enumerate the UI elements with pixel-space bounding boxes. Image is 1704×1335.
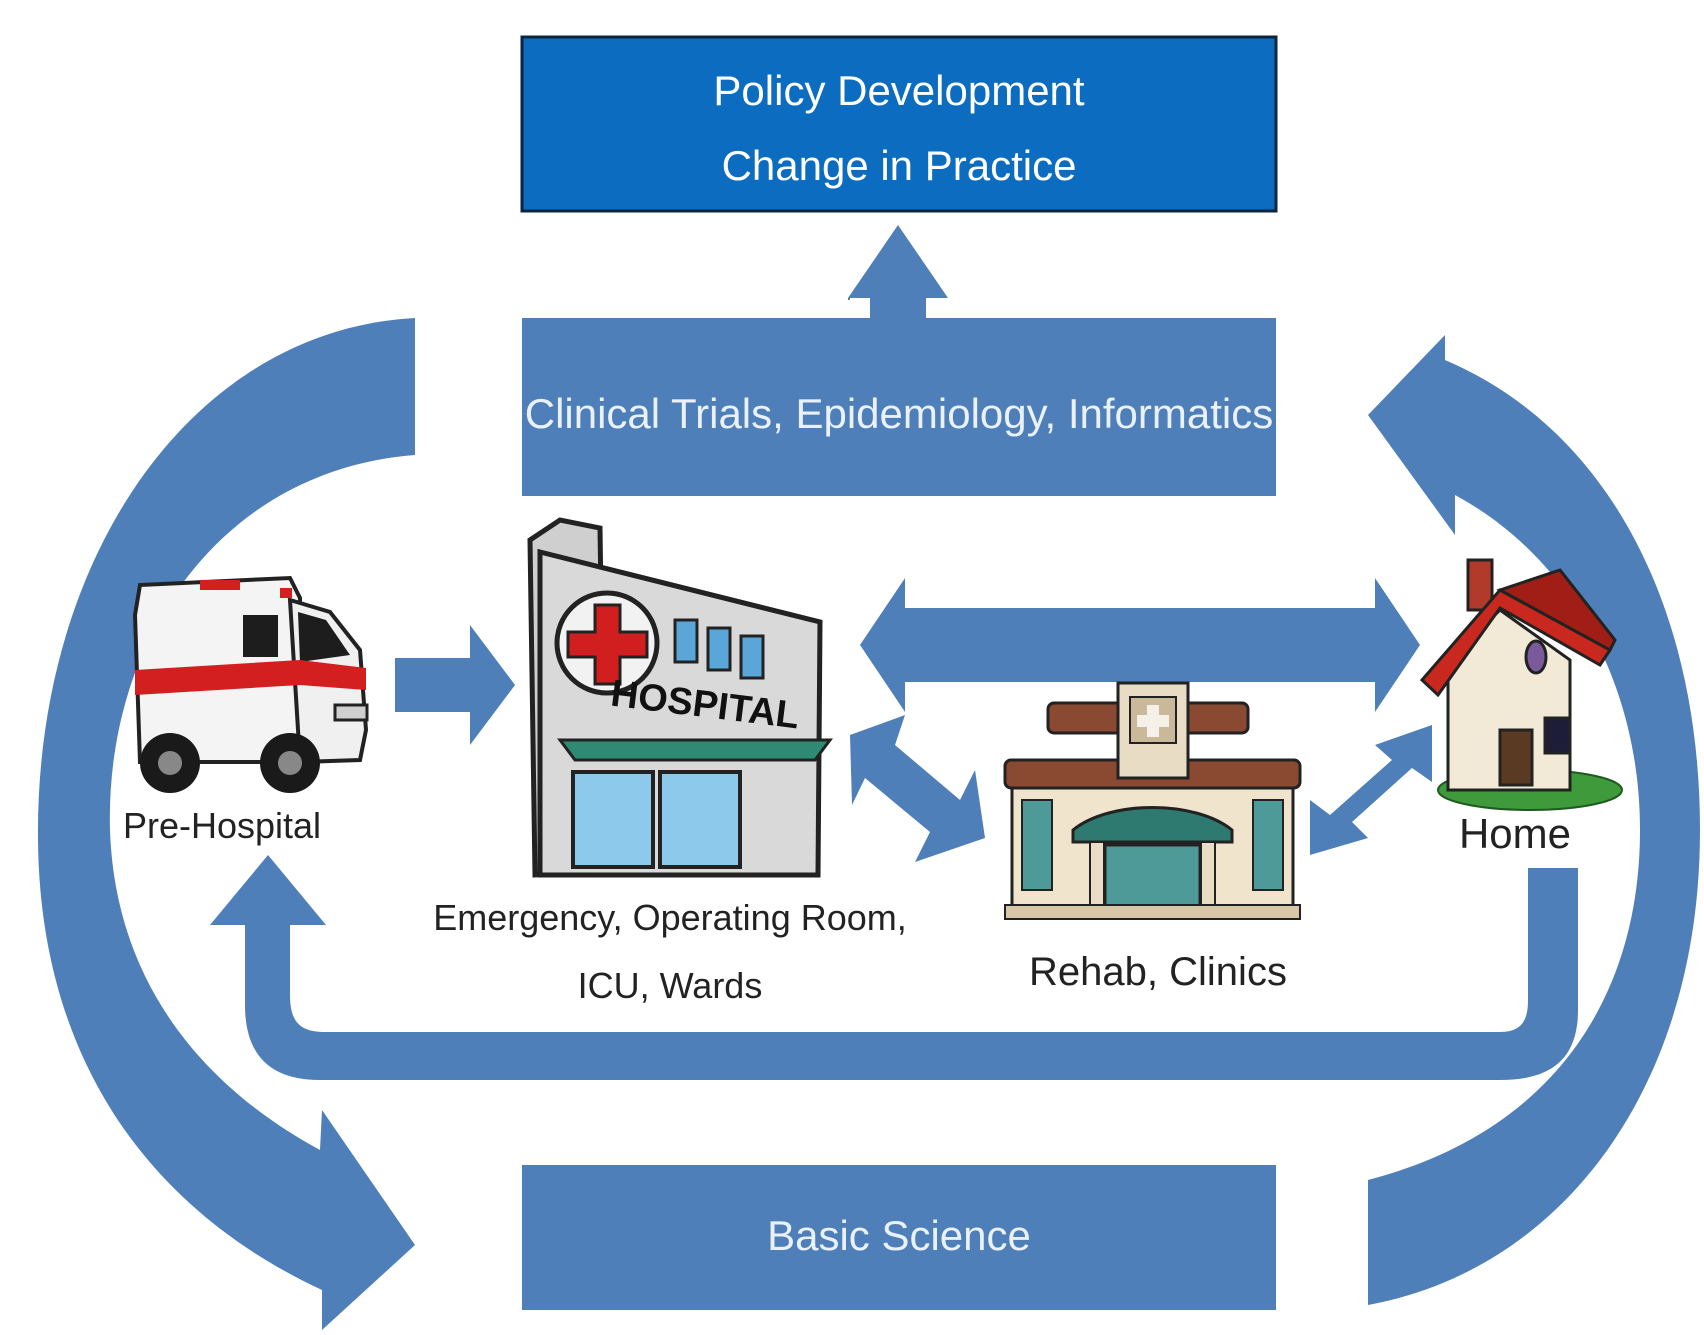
hospital-label-line-1: Emergency, Operating Room, bbox=[433, 897, 907, 938]
basic-science-label: Basic Science bbox=[767, 1212, 1031, 1259]
outer-right-curved-arrow bbox=[1368, 335, 1700, 1305]
double-arrow-rehab-home bbox=[1310, 725, 1432, 855]
outer-left-curved-arrow bbox=[37, 318, 415, 1330]
research-box-label: Clinical Trials, Epidemiology, Informati… bbox=[525, 390, 1273, 437]
basic-science-box: Basic Science bbox=[522, 1165, 1276, 1310]
ambulance-icon bbox=[132, 575, 369, 793]
prehospital-label: Pre-Hospital bbox=[123, 805, 321, 846]
home-label: Home bbox=[1459, 810, 1571, 857]
rehab-label: Rehab, Clinics bbox=[1029, 950, 1287, 994]
hospital-label-line-2: ICU, Wards bbox=[578, 965, 763, 1006]
return-u-arrow bbox=[210, 855, 1578, 1080]
clinic-icon bbox=[1003, 681, 1302, 920]
double-arrow-hospital-rehab bbox=[850, 715, 985, 862]
policy-box: Policy Development Change in Practice bbox=[520, 35, 1278, 213]
arrow-prehospital-to-hospital bbox=[395, 625, 515, 745]
hospital-icon: HOSPITAL bbox=[527, 517, 833, 878]
research-box: Clinical Trials, Epidemiology, Informati… bbox=[522, 318, 1276, 496]
up-arrow-to-policy bbox=[848, 298, 850, 320]
policy-line-2: Change in Practice bbox=[722, 142, 1077, 189]
policy-line-1: Policy Development bbox=[713, 67, 1085, 114]
up-arrow-to-policy-shape bbox=[848, 225, 948, 320]
house-icon bbox=[1419, 558, 1623, 811]
double-arrow-hospital-home bbox=[860, 578, 1420, 712]
